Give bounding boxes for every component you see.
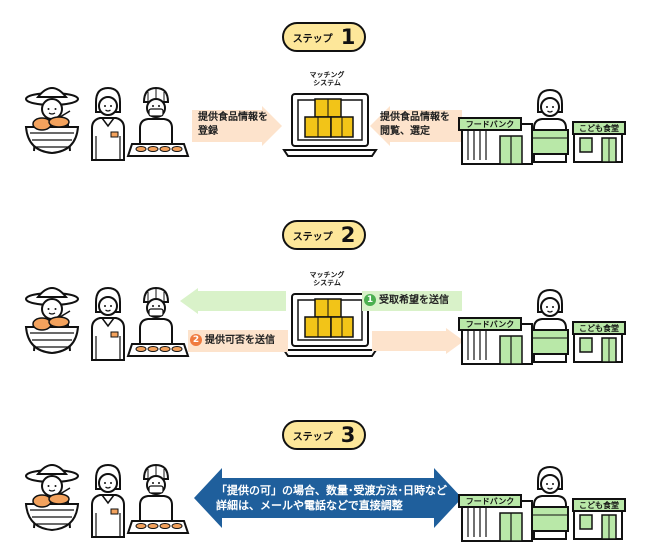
baker-icon [127, 87, 189, 157]
step-2-request-badge: 1 [364, 294, 376, 306]
step-1-browse-text: 提供食品情報を 閲覧、選定 [380, 112, 450, 137]
green-arrow-left [180, 288, 286, 314]
step-3-banner-text: 「提供の可」の場合、数量･受渡方法･日時など 詳細は、メールや電話などで直接調整 [216, 484, 447, 513]
kodomo-shokudo-building-icon [573, 325, 623, 363]
step-3-foodbank-sign: フードバンク [458, 494, 522, 508]
step-2-kodomo-sign: こども食堂 [572, 321, 626, 335]
farmer-icon [25, 87, 79, 154]
step-3-label: ステップ [292, 431, 333, 443]
step-1-foodbank-sign: フードバンク [458, 117, 522, 131]
peach-arrow-left [370, 106, 462, 146]
green-arrow-band [362, 291, 462, 311]
step-1-system-label: マッチング システム [309, 71, 345, 88]
step-1-number: 1 [340, 24, 356, 49]
cardboard-boxes-icon [304, 98, 354, 138]
step-2-pill: ステップ 2 [282, 220, 366, 250]
step-1-pill: ステップ 1 [282, 22, 366, 52]
step-1-label: ステップ [292, 33, 333, 45]
step-2-foodbank-sign: フードバンク [458, 317, 522, 331]
cardboard-boxes-icon [304, 298, 354, 338]
baker-icon [127, 464, 189, 534]
step-1-kodomo-sign: こども食堂 [572, 121, 626, 135]
peach-arrow-right [188, 330, 288, 352]
farmer-icon [25, 287, 79, 354]
step-3-number: 3 [340, 422, 356, 447]
kodomo-shokudo-building-icon [573, 502, 623, 540]
kodomo-shokudo-building-icon [573, 125, 623, 163]
step-2-system-label: マッチング システム [309, 271, 345, 288]
farmer-icon [25, 464, 79, 531]
peach-arrow-right [192, 106, 282, 146]
peach-arrow-right-head [372, 328, 464, 354]
step-2-label: ステップ [292, 231, 333, 243]
step-2-number: 2 [340, 222, 356, 247]
step-1-register-text: 提供食品情報を 登録 [198, 112, 268, 137]
step-3-kodomo-sign: こども食堂 [572, 498, 626, 512]
step-2-reply-badge: 2 [190, 334, 202, 346]
step-3-pill: ステップ 3 [282, 420, 366, 450]
blue-double-arrow [194, 468, 462, 528]
